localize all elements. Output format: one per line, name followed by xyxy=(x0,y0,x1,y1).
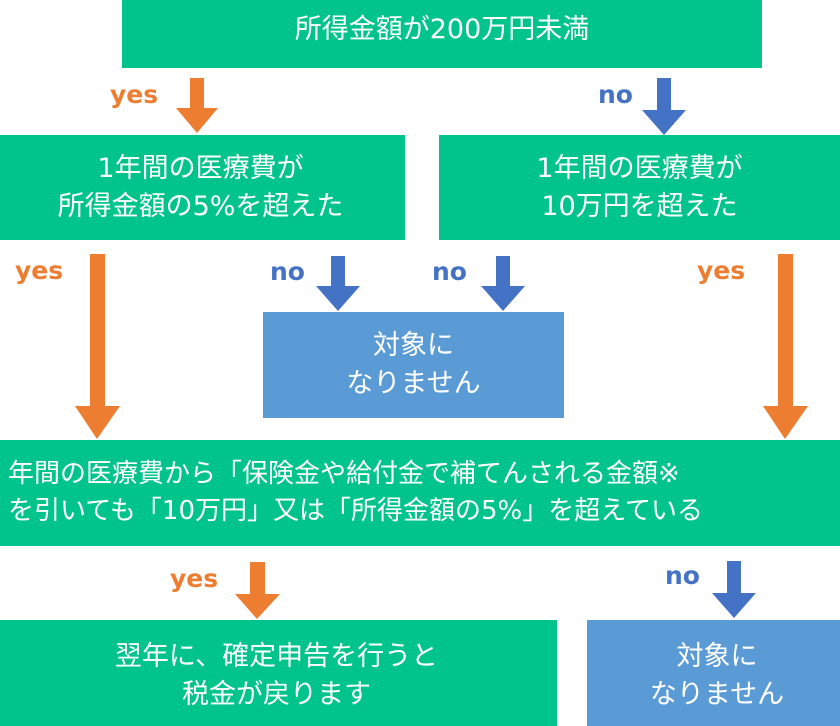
left-question-box: 1年間の医療費が 所得金額の5%を超えた xyxy=(0,135,405,240)
yes-arrow-left xyxy=(75,254,120,439)
left-question-line1: 1年間の医療費が xyxy=(97,152,304,184)
yes-arrow-right xyxy=(763,254,808,439)
no-label-top: no xyxy=(598,80,633,109)
right-question-line2: 10万円を超えた xyxy=(541,190,738,222)
no-label-left: no xyxy=(270,257,305,286)
tax-refund-line2: 税金が戻ります xyxy=(182,679,371,710)
yes-arrow-top xyxy=(176,78,218,133)
no-label-right: no xyxy=(432,257,467,286)
yes-label-bottom: yes xyxy=(170,564,219,593)
income-condition-box: 所得金額が200万円未満 xyxy=(122,0,762,68)
not-eligible-middle-line1: 対象に xyxy=(373,330,454,361)
not-eligible-bottom-line2: なりません xyxy=(649,679,785,710)
deduction-question-line1: 年間の医療費から「保険金や給付金で補てんされる金額※ xyxy=(8,459,680,489)
no-arrow-bottom xyxy=(712,561,756,618)
yes-arrow-bottom xyxy=(235,562,280,619)
deduction-question-line2: を引いても「10万円」又は「所得金額の5%」を超えている xyxy=(8,496,703,526)
not-eligible-middle-line2: なりません xyxy=(346,368,481,399)
not-eligible-bottom-line1: 対象に xyxy=(676,641,758,672)
right-question-box: 1年間の医療費が 10万円を超えた xyxy=(439,135,840,240)
income-condition-text: 所得金額が200万円未満 xyxy=(294,14,590,45)
not-eligible-box-middle: 対象に なりません xyxy=(263,312,564,418)
deduction-question-box: 年間の医療費から「保険金や給付金で補てんされる金額※ を引いても「10万円」又は… xyxy=(0,440,840,546)
tax-refund-line1: 翌年に、確定申告を行うと xyxy=(114,641,439,672)
no-arrow-left xyxy=(316,256,360,311)
no-arrow-top xyxy=(642,78,686,135)
yes-label-left: yes xyxy=(15,256,64,285)
no-arrow-right xyxy=(481,256,525,311)
yes-label-top: yes xyxy=(110,80,159,109)
right-question-line1: 1年間の医療費が xyxy=(536,152,743,184)
yes-label-right: yes xyxy=(697,256,746,285)
no-label-bottom: no xyxy=(665,561,700,590)
left-question-line2: 所得金額の5%を超えた xyxy=(57,190,344,222)
tax-refund-result-box: 翌年に、確定申告を行うと 税金が戻ります xyxy=(0,620,557,726)
not-eligible-box-bottom: 対象に なりません xyxy=(587,620,840,726)
